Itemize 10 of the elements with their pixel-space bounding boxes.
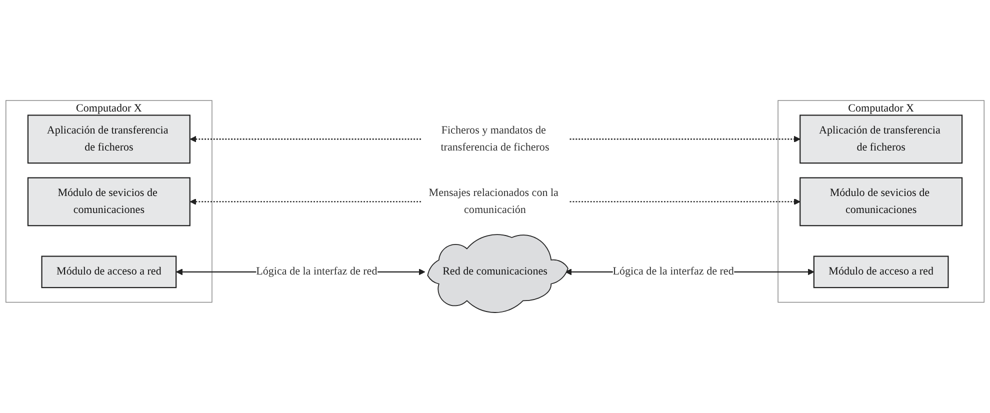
edge-label: Lógica de la interfaz de red (256, 266, 378, 278)
node-box: Aplicación de transferencia de ficheros (27, 114, 190, 164)
edge-label: Mensajes relacionados con la comunicación (428, 187, 558, 216)
edge-label: Lógica de la interfaz de red (612, 266, 734, 278)
node-box: Aplicación de transferencia de ficheros (800, 114, 963, 164)
edge-label: Ficheros y mandatos de transferencia de ficheros (440, 124, 550, 154)
node-box: Módulo de acceso a red (813, 256, 949, 288)
node-box: Módulo de acceso a red (41, 256, 177, 288)
node-box: Módulo de sevicios de comunicaciones (800, 177, 963, 226)
node-box: Módulo de sevicios de comunicaciones (27, 177, 190, 226)
